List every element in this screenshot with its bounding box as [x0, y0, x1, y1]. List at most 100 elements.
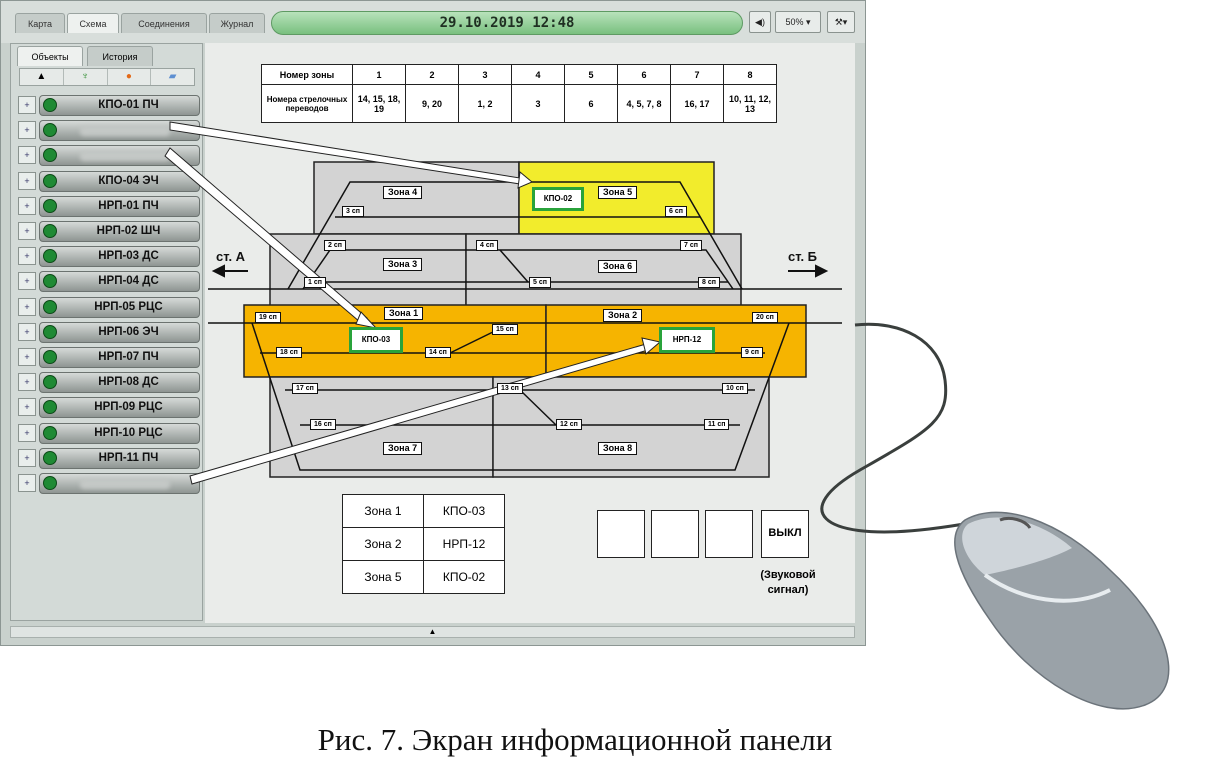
object-item[interactable]: НРП-01 ПЧ: [39, 195, 200, 217]
object-item[interactable]: НРП-08 ДС: [39, 372, 200, 394]
expand-icon[interactable]: +: [18, 222, 36, 240]
zoom-select[interactable]: 50% ▾: [775, 11, 821, 33]
device-nrp-12[interactable]: НРП-12: [659, 327, 715, 353]
object-item[interactable]: [39, 473, 200, 494]
status-ok-icon: [43, 400, 57, 415]
status-ok-icon: [43, 224, 57, 238]
expand-icon[interactable]: +: [18, 196, 36, 215]
switch-label-13: 13 сп: [497, 383, 523, 394]
object-row[interactable]: +НРП-03 ДС: [18, 245, 200, 268]
object-name: НРП-06 ЭЧ: [98, 325, 159, 338]
tab-objects[interactable]: Объекты: [17, 46, 83, 66]
expand-icon[interactable]: +: [18, 474, 36, 492]
object-row[interactable]: +: [18, 472, 200, 494]
switch-label-1: 1 сп: [304, 277, 326, 288]
expand-icon[interactable]: +: [18, 423, 36, 442]
tab-map[interactable]: Карта: [15, 13, 65, 33]
object-row[interactable]: +: [18, 119, 200, 142]
tools-icon[interactable]: ⚒▾: [827, 11, 855, 33]
expand-icon[interactable]: +: [18, 348, 36, 366]
object-item[interactable]: НРП-04 ДС: [39, 271, 200, 293]
expand-icon[interactable]: +: [18, 247, 36, 266]
tab-connections[interactable]: Соединения: [121, 13, 207, 33]
zone-2-label: Зона 2: [603, 309, 643, 322]
object-row[interactable]: +КПО-01 ПЧ: [18, 94, 200, 116]
expand-icon[interactable]: +: [18, 297, 36, 316]
tab-scheme[interactable]: Схема: [67, 13, 119, 33]
filter-map-icon[interactable]: ▰: [168, 71, 177, 82]
zone-5-label: Зона 5: [598, 186, 638, 199]
tab-history[interactable]: История: [87, 46, 153, 66]
expand-icon[interactable]: +: [18, 373, 36, 392]
object-row[interactable]: +: [18, 144, 200, 167]
status-ok-icon: [43, 324, 57, 339]
speaker-icon[interactable]: ◀): [749, 11, 771, 33]
filter-antenna-icon[interactable]: ♆: [64, 69, 108, 85]
object-item[interactable]: НРП-02 ШЧ: [39, 221, 200, 242]
expand-icon[interactable]: +: [18, 96, 36, 114]
legend-device: КПО-02: [423, 560, 505, 594]
object-name: НРП-10 РЦС: [94, 426, 163, 439]
expand-icon[interactable]: +: [18, 322, 36, 341]
zone-device-legend: Зона 1 КПО-03 Зона 2 НРП-12 Зона 5 КПО-0…: [342, 494, 505, 594]
tab-log[interactable]: Журнал: [209, 13, 265, 33]
object-row[interactable]: + НРП-06 ЭЧ: [18, 321, 200, 343]
switch-label-5: 5 сп: [529, 277, 551, 288]
object-item[interactable]: НРП-03 ДС: [39, 246, 200, 268]
object-row[interactable]: +НРП-05 РЦС: [18, 296, 200, 318]
sound-signal-caption: (Звуковой сигнал): [748, 568, 828, 598]
expand-icon[interactable]: +: [18, 146, 36, 165]
expand-icon[interactable]: +: [18, 121, 36, 140]
object-item[interactable]: НРП-10 РЦС: [39, 422, 200, 444]
bottom-collapse-bar[interactable]: ▲: [10, 626, 855, 638]
filter-location-icon[interactable]: ●: [108, 69, 152, 85]
object-item[interactable]: НРП-05 РЦС: [39, 296, 200, 318]
signal-box-1[interactable]: [597, 510, 645, 558]
object-row[interactable]: + НРП-10 РЦС: [18, 422, 200, 444]
object-item[interactable]: НРП-06 ЭЧ: [39, 321, 200, 343]
switch-label-7: 7 сп: [680, 240, 702, 251]
expand-icon[interactable]: +: [18, 171, 36, 190]
legend-device: КПО-03: [423, 494, 505, 528]
object-row[interactable]: +НРП-09 РЦС: [18, 396, 200, 419]
zone-8-label: Зона 8: [598, 442, 638, 455]
object-row[interactable]: +НРП-01 ПЧ: [18, 195, 200, 217]
object-row[interactable]: +НРП-04 ДС: [18, 270, 200, 293]
status-ok-icon: [43, 425, 57, 440]
signal-box-2[interactable]: [651, 510, 699, 558]
device-kpo-02[interactable]: КПО-02: [532, 187, 584, 211]
object-row[interactable]: +НРП-07 ПЧ: [18, 346, 200, 368]
object-item[interactable]: НРП-07 ПЧ: [39, 347, 200, 368]
signal-box-3[interactable]: [705, 510, 753, 558]
object-row[interactable]: +КПО-04 ЭЧ: [18, 170, 200, 192]
object-item[interactable]: [39, 145, 200, 167]
sound-caption-line-2: сигнал): [767, 584, 809, 596]
filter-alarm-icon[interactable]: ▲: [20, 69, 64, 85]
switch-label-14: 14 сп: [425, 347, 451, 358]
top-tab-bar: Карта Схема Соединения Журнал 29.10.2019…: [1, 1, 865, 43]
object-item[interactable]: НРП-11 ПЧ: [39, 447, 200, 469]
switch-label-18: 18 сп: [276, 347, 302, 358]
object-row[interactable]: +НРП-08 ДС: [18, 371, 200, 394]
legend-device: НРП-12: [423, 527, 505, 561]
status-ok-icon: [43, 123, 57, 138]
switch-label-3: 3 сп: [342, 206, 364, 217]
expand-icon[interactable]: +: [18, 398, 36, 417]
device-kpo-03[interactable]: КПО-03: [349, 327, 403, 353]
object-item[interactable]: [39, 120, 200, 142]
sound-off-button[interactable]: ВЫКЛ: [761, 510, 809, 558]
switch-label-9: 9 сп: [741, 347, 763, 358]
object-item[interactable]: КПО-04 ЭЧ: [39, 170, 200, 192]
object-item[interactable]: КПО-01 ПЧ: [39, 95, 200, 116]
switch-numbers: 4, 5, 7, 8: [617, 84, 671, 123]
status-ok-icon: [43, 98, 57, 112]
object-row[interactable]: +НРП-11 ПЧ: [18, 447, 200, 469]
object-row[interactable]: +НРП-02 ШЧ: [18, 220, 200, 242]
expand-icon[interactable]: +: [18, 272, 36, 291]
object-item[interactable]: НРП-09 РЦС: [39, 397, 200, 419]
redacted-name: [80, 151, 170, 162]
switch-label-2: 2 сп: [324, 240, 346, 251]
expand-icon[interactable]: +: [18, 448, 36, 467]
switch-label-12: 12 сп: [556, 419, 582, 430]
